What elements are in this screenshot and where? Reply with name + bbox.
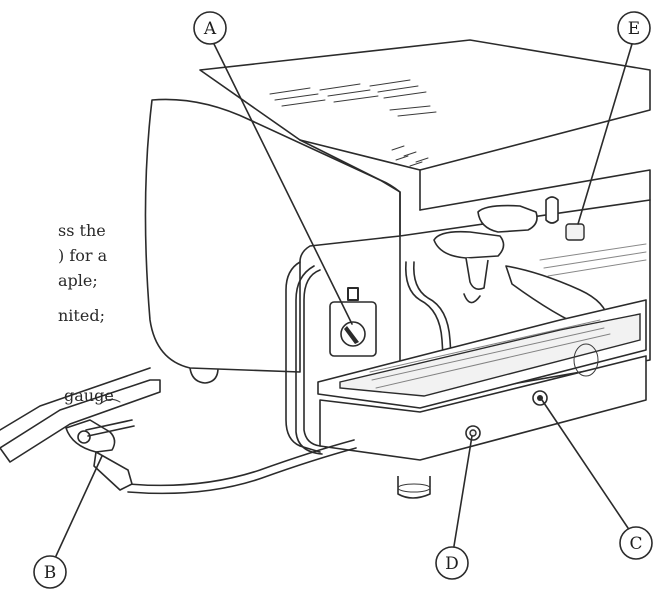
cup-warmer-top <box>199 39 651 237</box>
callout-leaders <box>55 43 633 557</box>
callout-c: C <box>619 526 653 560</box>
leader-a <box>213 43 353 325</box>
portafilter-left <box>433 230 505 304</box>
leader-e <box>577 43 633 225</box>
machine-side-panel <box>144 98 401 453</box>
text-fragment-4: nited; <box>58 306 105 325</box>
text-fragment-2: ) for a <box>58 246 108 265</box>
leader-c <box>541 399 629 529</box>
callout-a: A <box>193 11 227 45</box>
text-fragment-1: ss the <box>58 221 106 240</box>
supply-valve <box>0 367 161 491</box>
callout-a-letter: A <box>203 19 217 39</box>
indicator-light <box>565 223 585 241</box>
callout-c-letter: C <box>629 534 642 554</box>
water-hose <box>127 265 357 495</box>
leader-d <box>453 435 473 547</box>
text-fragment-5: gauge <box>64 386 114 405</box>
callout-d: D <box>435 546 469 580</box>
callout-e-letter: E <box>628 19 640 39</box>
machine-feet <box>189 367 431 499</box>
callout-b: B <box>33 555 67 589</box>
callout-e: E <box>617 11 651 45</box>
callout-b-letter: B <box>44 563 57 583</box>
drip-tray <box>317 243 647 461</box>
portafilter-right <box>477 204 609 330</box>
power-switch-plate <box>329 287 377 357</box>
callout-d-letter: D <box>445 554 459 574</box>
leader-b <box>55 455 103 557</box>
text-fragment-3: aple; <box>58 271 98 290</box>
